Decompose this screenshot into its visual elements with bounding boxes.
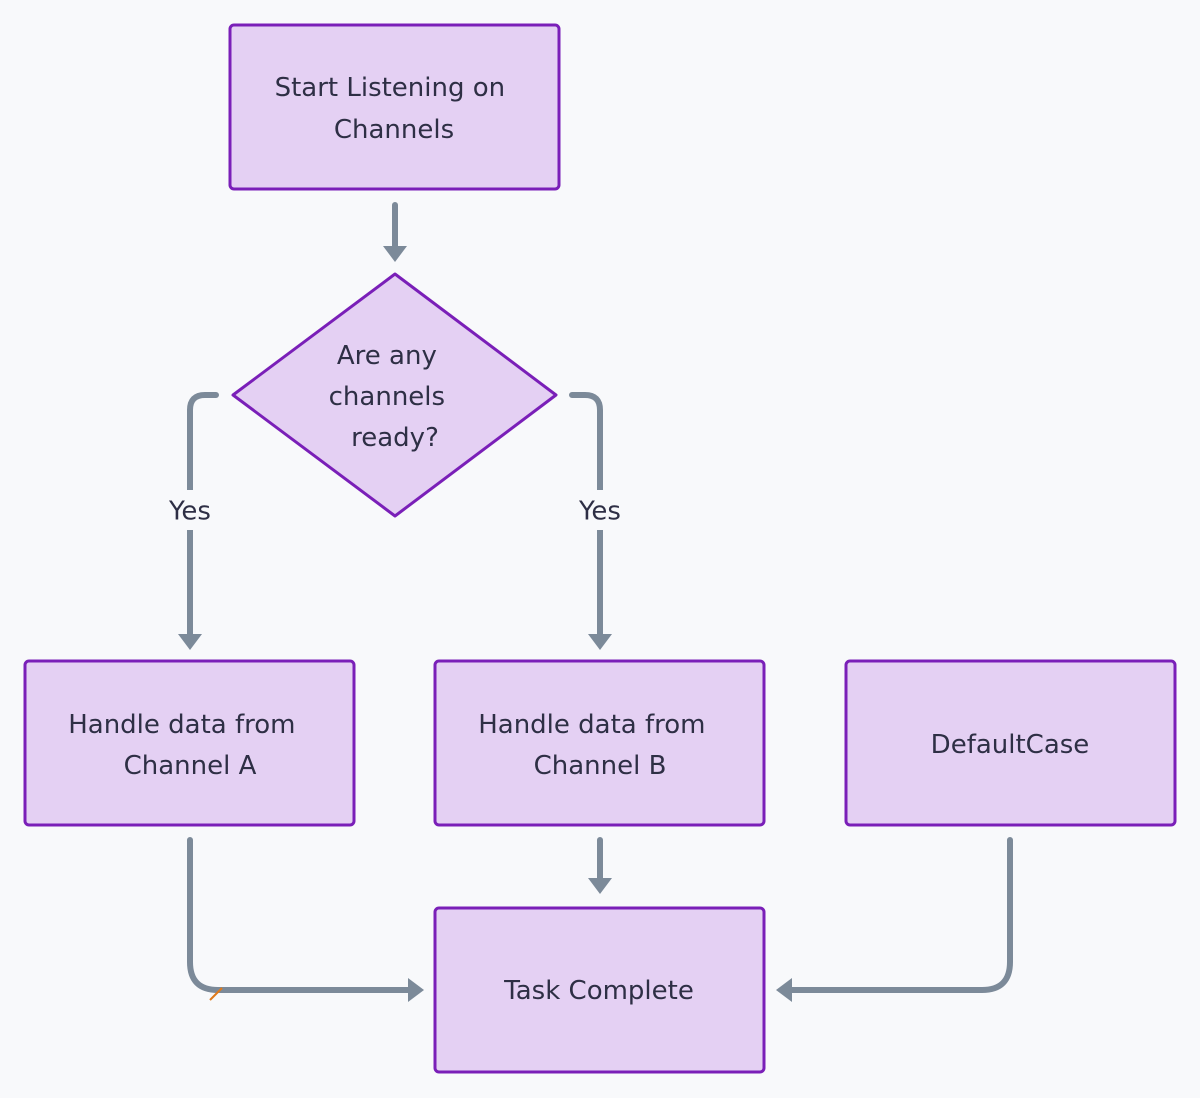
node-decision-line-3: ready? bbox=[351, 423, 439, 453]
edge-default-case-to-task-complete bbox=[776, 837, 1013, 1002]
svg-text:Are any channels r: Are any channels ready? bbox=[329, 341, 454, 453]
node-default-case-line-1: DefaultCase bbox=[931, 730, 1090, 760]
node-task-complete[interactable]: Task Complete bbox=[433, 906, 766, 1074]
node-task-complete-line-1: Task Complete bbox=[503, 976, 694, 1006]
node-start-line-2: Channels bbox=[334, 115, 454, 145]
node-channel-a-line-1: Handle data from bbox=[68, 710, 295, 740]
node-channel-a[interactable]: Handle data from Channel A bbox=[23, 659, 356, 827]
edges: Yes Yes bbox=[160, 202, 1013, 1002]
edge-channel-a-to-task-complete bbox=[187, 837, 424, 1002]
node-start-line-1: Start Listening on bbox=[275, 73, 506, 103]
edge-start-to-decision bbox=[383, 202, 407, 262]
node-start[interactable]: Start Listening on Channels bbox=[228, 23, 561, 191]
svg-text:DefaultCase: DefaultCase bbox=[931, 730, 1090, 760]
node-channel-b-line-2: Channel B bbox=[534, 751, 667, 781]
node-decision-line-2: channels bbox=[329, 382, 445, 412]
edge-decision-to-channel-b: Yes bbox=[569, 392, 630, 650]
node-default-case[interactable]: DefaultCase bbox=[844, 659, 1177, 827]
node-channel-a-line-2: Channel A bbox=[124, 751, 257, 781]
edge-label-yes-right: Yes bbox=[578, 497, 621, 527]
node-decision[interactable]: Are any channels ready? bbox=[231, 272, 558, 518]
svg-text:Handle data from Channel: Handle data from Channel B bbox=[478, 710, 714, 781]
node-channel-b-line-1: Handle data from bbox=[478, 710, 705, 740]
svg-text:Handle data from Channel: Handle data from Channel A bbox=[68, 710, 304, 781]
svg-text:Start Listening on Chann: Start Listening on Channels bbox=[275, 73, 514, 145]
edge-decision-to-channel-a: Yes bbox=[160, 392, 220, 650]
svg-text:Task Complete: Task Complete bbox=[503, 976, 694, 1006]
node-channel-b[interactable]: Handle data from Channel B bbox=[433, 659, 766, 827]
stray-tick-mark bbox=[209, 987, 223, 1001]
edge-channel-b-to-task-complete bbox=[588, 837, 612, 894]
node-decision-line-1: Are any bbox=[337, 341, 437, 371]
edge-label-yes-left: Yes bbox=[168, 497, 211, 527]
